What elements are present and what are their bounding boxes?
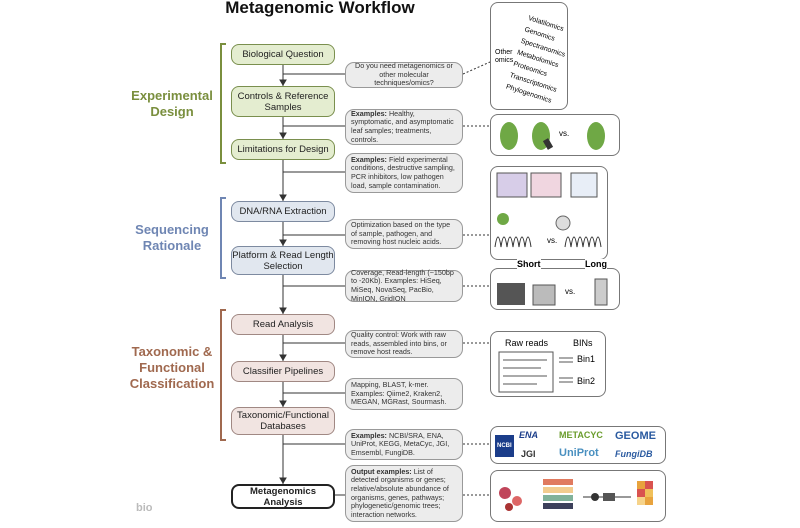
geome-logo: GEOME	[615, 430, 656, 442]
leaves-vs: vs.	[559, 129, 570, 138]
bin2-label: Bin2	[577, 376, 596, 386]
stage-experimental-design: Experimental Design	[131, 88, 213, 119]
node-biological-question: Biological Question	[231, 44, 335, 65]
svg-text:vs.: vs.	[547, 236, 557, 245]
node-databases: Taxonomic/Functional Databases	[231, 407, 335, 435]
databases-panel: NCBI ENA METACYC GEOME JGI UniProt Fungi…	[490, 426, 666, 464]
callout-3: Examples: Field experimental conditions,…	[345, 153, 463, 193]
callout-7: Mapping, BLAST, k-mer. Examples: Qiime2,…	[345, 378, 463, 410]
jgi-logo: JGI	[521, 449, 536, 459]
analysis-images	[499, 479, 653, 511]
callout-2: Examples: Healthy, symptomatic, and asym…	[345, 109, 463, 145]
long-label: Long	[585, 259, 607, 269]
ncbi-logo: NCBI	[495, 435, 514, 457]
callout-1: Do you need metagenomics or other molecu…	[345, 61, 463, 88]
callout-9: Output examples: List of detected organi…	[345, 465, 463, 522]
reads-icons	[498, 351, 573, 393]
callout-4: Optimization based on the type of sample…	[345, 219, 463, 249]
extraction-images: vs.	[494, 172, 602, 248]
stage-taxonomic-classification: Taxonomic & Functional Classification	[129, 344, 215, 391]
callout-8: Examples: NCBI/SRA, ENA, UniProt, KEGG, …	[345, 429, 463, 460]
fungidb-logo: FungiDB	[615, 449, 653, 459]
leaves-panel: vs.	[490, 114, 620, 156]
ena-logo: ENA	[519, 430, 539, 440]
node-controls: Controls & Reference Samples	[231, 86, 335, 117]
sequencer-vs: vs.	[565, 287, 576, 296]
reads-length-panel: Short Long vs.	[490, 259, 620, 310]
analysis-panel	[490, 470, 666, 522]
stage-sequencing-rationale: Sequencing Rationale	[135, 222, 209, 253]
sequencer-icons	[497, 278, 608, 306]
bracket-sequencing	[220, 197, 226, 279]
short-label: Short	[517, 259, 541, 269]
raw-reads-label: Raw reads	[505, 338, 549, 348]
node-limitations: Limitations for Design	[231, 139, 335, 160]
node-classifier: Classifier Pipelines	[231, 361, 335, 382]
node-read-analysis: Read Analysis	[231, 314, 335, 335]
bracket-experimental	[220, 43, 226, 164]
callout-6: Quality control: Work with raw reads, as…	[345, 330, 463, 358]
node-extraction: DNA/RNA Extraction	[231, 201, 335, 222]
watermark: bio	[136, 502, 153, 514]
bracket-taxonomic	[220, 309, 226, 441]
diagram-title: Metagenomic Workflow	[225, 0, 415, 17]
leaf-icons	[500, 122, 605, 150]
other-omics-label: Other omics	[495, 49, 514, 64]
node-metagenomics-analysis: Metagenomics Analysis	[231, 484, 335, 509]
bins-label: BINs	[573, 338, 593, 348]
callout-5: Coverage, Read-length (~150bp to -20Kb).…	[345, 268, 463, 302]
extraction-panel: vs.	[490, 166, 608, 260]
uniprot-logo: UniProt	[559, 447, 599, 459]
bin1-label: Bin1	[577, 354, 596, 364]
metacyc-logo: METACYC	[559, 430, 603, 440]
bins-panel: Raw reads BINs Bin1 Bin2	[490, 331, 606, 397]
node-platform: Platform & Read Length Selection	[231, 246, 335, 275]
